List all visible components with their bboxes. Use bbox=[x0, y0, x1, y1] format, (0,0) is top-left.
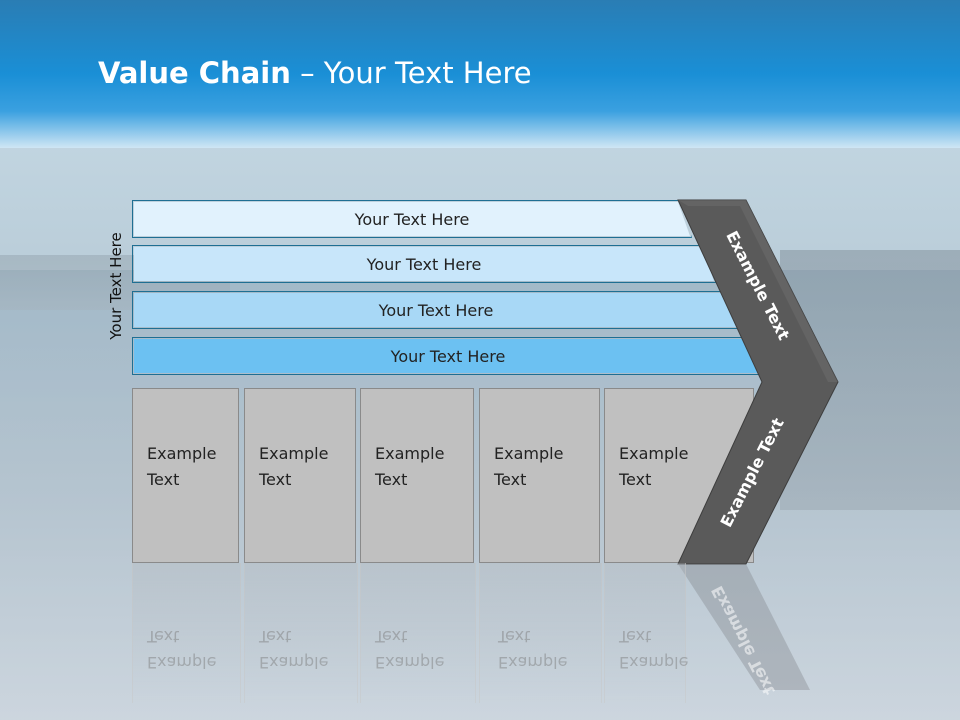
activity-box-5[interactable]: Example Text bbox=[604, 388, 754, 563]
activity-box-3[interactable]: Example Text bbox=[360, 388, 474, 563]
band-2[interactable]: Your Text Here bbox=[132, 245, 716, 283]
activity-box-3-line2: Text bbox=[375, 470, 408, 489]
band-1[interactable]: Your Text Here bbox=[132, 200, 692, 238]
header-banner: Value Chain – Your Text Here bbox=[0, 0, 960, 148]
title-rest: – Your Text Here bbox=[290, 56, 532, 90]
activity-box-5-line1: Example bbox=[619, 444, 689, 463]
activity-box-1[interactable]: Example Text bbox=[132, 388, 239, 563]
title-bold: Value Chain bbox=[98, 56, 291, 90]
activity-box-4[interactable]: Example Text bbox=[479, 388, 600, 563]
activity-box-5-line2: Text bbox=[619, 470, 652, 489]
band-4[interactable]: Your Text Here bbox=[132, 337, 764, 375]
activity-box-2-line1: Example bbox=[259, 444, 329, 463]
activity-box-1-line2: Text bbox=[147, 470, 180, 489]
side-label: Your Text Here bbox=[107, 232, 125, 340]
activity-box-2-line2: Text bbox=[259, 470, 292, 489]
band-2-label: Your Text Here bbox=[366, 254, 482, 274]
activity-box-3-line1: Example bbox=[375, 444, 445, 463]
slide-title: Value Chain – Your Text Here bbox=[98, 56, 532, 90]
band-1-fill bbox=[134, 202, 690, 236]
activity-box-4-line2: Text bbox=[494, 470, 527, 489]
band-2-fill bbox=[134, 247, 714, 281]
band-1-label: Your Text Here bbox=[354, 209, 470, 229]
activity-box-1-line1: Example bbox=[147, 444, 217, 463]
band-4-fill bbox=[134, 339, 762, 373]
band-3[interactable]: Your Text Here bbox=[132, 291, 740, 329]
background-port bbox=[780, 250, 960, 510]
band-4-label: Your Text Here bbox=[390, 346, 506, 366]
band-3-label: Your Text Here bbox=[378, 300, 494, 320]
activity-box-2[interactable]: Example Text bbox=[244, 388, 356, 563]
band-3-fill bbox=[134, 293, 738, 327]
activity-box-4-line1: Example bbox=[494, 444, 564, 463]
